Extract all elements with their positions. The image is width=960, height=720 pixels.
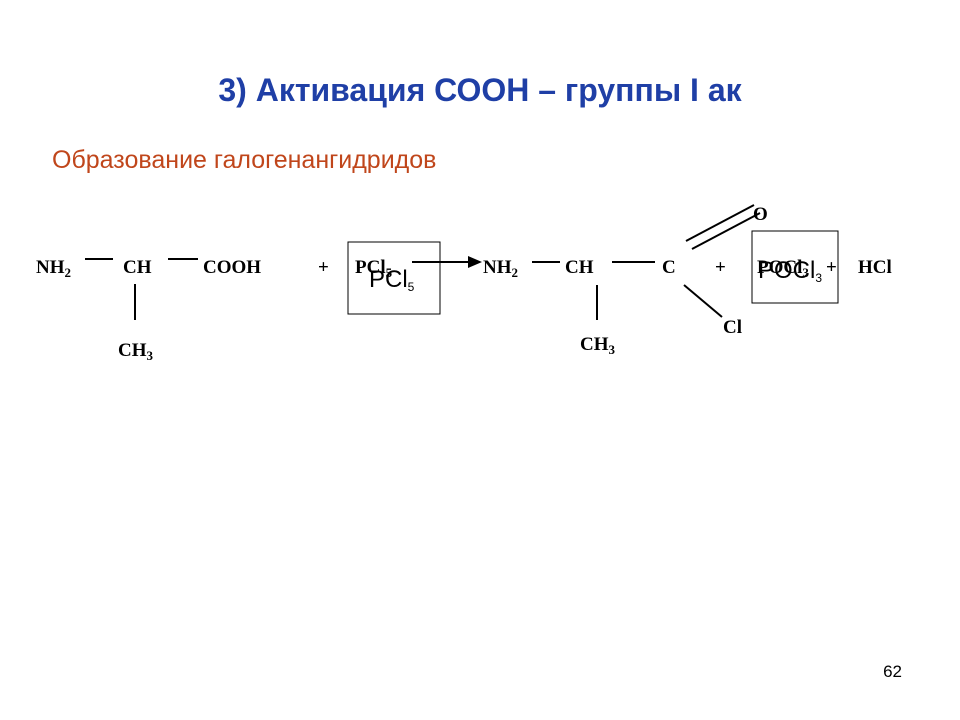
bond-c-o-1 <box>685 204 755 242</box>
slide-title: 3) Активация СООН – группы I ак <box>218 72 742 108</box>
product-c: C <box>662 257 676 278</box>
bond-c-o-2 <box>691 212 761 250</box>
slide-number: 62 <box>883 662 902 681</box>
slide-subtitle: Образование галогенангидридов <box>52 146 437 174</box>
plus-sign-1: + <box>318 257 329 278</box>
reactant-cooh: COOH <box>203 257 261 278</box>
plus-sign-2: + <box>715 257 726 278</box>
product-ch: CH <box>565 257 594 278</box>
reactant-nh2: NH2 <box>36 257 71 280</box>
product-ch3: CH3 <box>580 334 616 357</box>
bond-c-cl <box>683 284 723 318</box>
reactant-ch3: CH3 <box>118 340 154 363</box>
arrow-head-icon <box>468 256 482 268</box>
plus-sign-3: + <box>826 257 837 278</box>
product-o: O <box>753 204 768 225</box>
byproduct-box-label: POCl3 <box>758 257 822 285</box>
product-cl: Cl <box>723 317 742 338</box>
reagent-pcl-text: PCl5 <box>355 257 393 280</box>
reagent-box-label: PCl5 <box>369 266 415 294</box>
byproduct-box <box>751 230 839 304</box>
reagent-box <box>347 241 441 315</box>
product-hcl: HCl <box>858 257 892 278</box>
product-nh2: NH2 <box>483 257 518 280</box>
byproduct-pocl-text: POCl3 <box>757 257 809 280</box>
reactant-ch: CH <box>123 257 152 278</box>
